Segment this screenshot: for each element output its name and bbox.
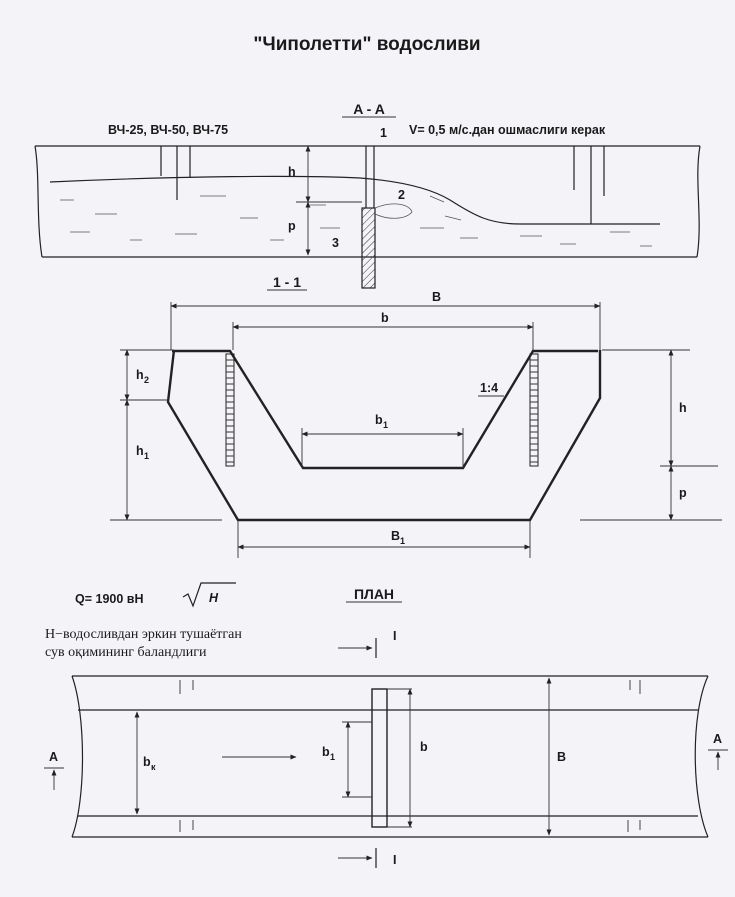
label-B-11: B xyxy=(432,290,441,304)
staff-gauges-left xyxy=(160,146,191,200)
channel-left-break xyxy=(34,145,43,258)
sqrt-sign xyxy=(182,582,236,608)
section-11-heading: 1 - 1 xyxy=(273,274,301,290)
formula-left: Q= 1900 вН xyxy=(75,592,144,606)
gauge-left-ticks xyxy=(226,359,234,463)
extension-lines-11 xyxy=(170,302,601,558)
weir-trapezoid-opening xyxy=(172,349,598,470)
plan-right-break xyxy=(694,675,709,838)
velocity-note: V= 0,5 м/с.дан ошмаслиги керак xyxy=(409,123,606,137)
label-B-plan: B xyxy=(557,750,566,764)
label-bk-base: b xyxy=(143,755,151,769)
plan-heading: ПЛАН xyxy=(354,586,394,602)
plan-edge-ticks xyxy=(179,680,641,832)
plan-weir-extensions xyxy=(342,688,412,828)
label-1: 1 xyxy=(380,126,387,140)
label-b-11: b xyxy=(381,311,389,325)
weir-plate-stem xyxy=(365,146,375,208)
nappe xyxy=(374,203,413,219)
plan-note-line1: Н−водосливдан эркин тушаётган xyxy=(45,627,242,642)
section-aa: A - A ВЧ-25, ВЧ-50, ВЧ-75 V= 0,5 м/с.дан… xyxy=(34,101,701,289)
staff-gauges-right xyxy=(573,146,605,224)
label-b1-plan-base: b xyxy=(322,745,330,759)
label-h1-sub: 1 xyxy=(144,451,149,461)
plan-weir-plate xyxy=(371,688,388,828)
channel-right-break xyxy=(696,145,701,258)
gauge-right-ticks xyxy=(530,359,538,463)
label-A-right: A xyxy=(713,732,722,746)
water-ripples xyxy=(60,195,652,247)
label-3: 3 xyxy=(332,236,339,250)
gauge-right xyxy=(529,353,539,467)
section-aa-heading: A - A xyxy=(353,101,385,117)
label-b1-base: b xyxy=(375,413,383,427)
label-b-plan: b xyxy=(420,740,428,754)
label-b1-sub: 1 xyxy=(383,420,388,430)
models-label: ВЧ-25, ВЧ-50, ВЧ-75 xyxy=(108,123,228,137)
label-B1-sub: 1 xyxy=(400,536,405,546)
label-I-bottom: I xyxy=(393,853,396,867)
label-bk-sub: к xyxy=(151,762,156,772)
label-B1-base: B xyxy=(391,529,400,543)
label-h-11: h xyxy=(679,401,687,415)
water-surface xyxy=(49,175,660,225)
label-h1-base: h xyxy=(136,444,144,458)
label-b1-plan-sub: 1 xyxy=(330,752,335,762)
plan-view: Н−водосливдан эркин тушаётган сув оқимин… xyxy=(44,627,728,868)
label-h2-sub: 2 xyxy=(144,375,149,385)
gauge-left xyxy=(225,353,235,467)
formula: Q= 1900 вН H xyxy=(75,582,236,608)
weir-plate-hatched xyxy=(361,207,376,289)
label-h2-base: h xyxy=(136,368,144,382)
label-A-left: A xyxy=(49,750,58,764)
label-slope: 1:4 xyxy=(480,381,498,395)
plan-note-line2: сув оқимининг баландлиги xyxy=(45,645,207,660)
plan-left-break xyxy=(71,675,84,838)
label-2: 2 xyxy=(398,188,405,202)
formula-radicand: H xyxy=(209,591,219,605)
label-p-aa: p xyxy=(288,219,296,233)
section-11: 1 - 1 B b b 1 B 1 h 2 h 1 1:4 h xyxy=(110,274,722,558)
label-h-aa: h xyxy=(288,165,296,179)
page-title: "Чиполетти" водосливи xyxy=(253,34,480,55)
channel-cross-section xyxy=(166,349,602,522)
label-p-11: p xyxy=(679,486,687,500)
level-lines-11 xyxy=(110,349,722,521)
label-I-top: I xyxy=(393,629,396,643)
